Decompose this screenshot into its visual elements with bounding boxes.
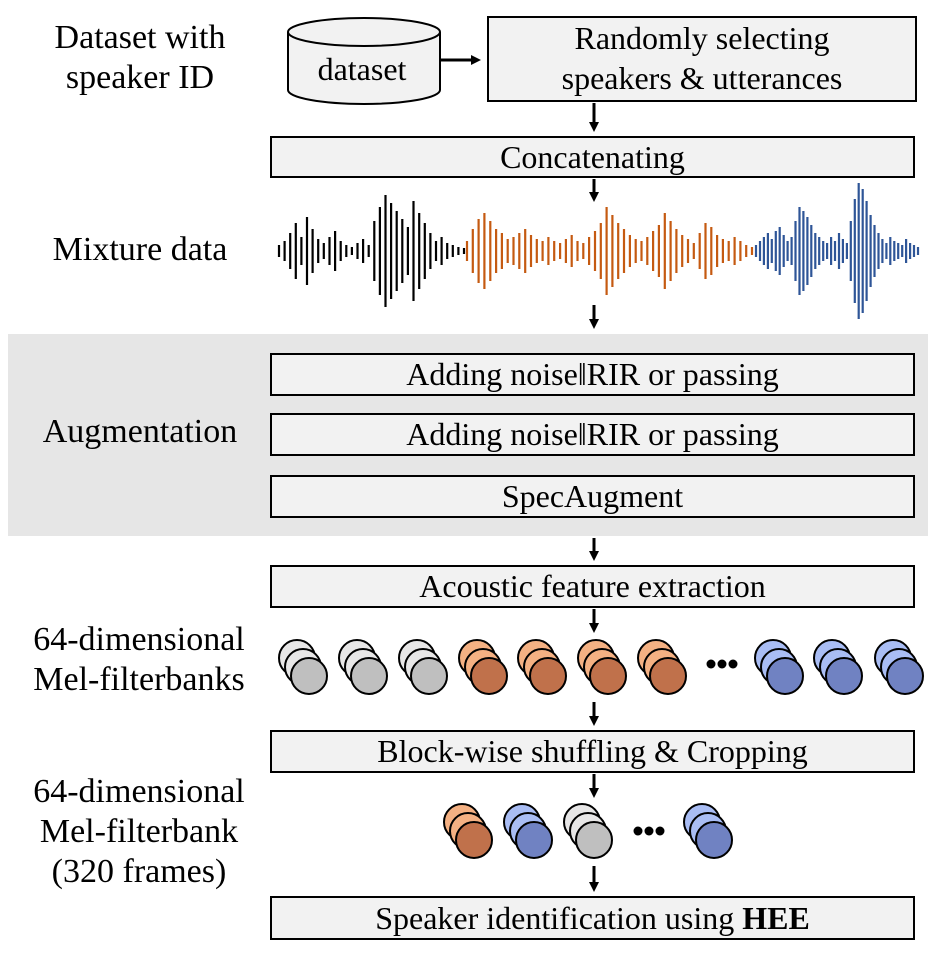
ellipsis-dot bbox=[644, 826, 654, 836]
frame-circle bbox=[455, 821, 493, 859]
blue-frame-stack-icon bbox=[874, 639, 924, 695]
mel-filterbanks-label: 64-dimensional Mel-filterbanks bbox=[33, 621, 245, 698]
dataset-cylinder-text: dataset bbox=[318, 51, 407, 87]
shuffle-crop-box: Block-wise shuffling & Cropping bbox=[270, 730, 915, 773]
augmentation-step-2-box: Adding noise‖RIR or passing bbox=[270, 413, 915, 456]
gray-frame-stack-icon bbox=[338, 639, 388, 695]
frame-circle bbox=[350, 657, 388, 695]
ellipsis-dot bbox=[633, 826, 643, 836]
mel-filterbank-320-label: 64-dimensional Mel-filterbank (320 frame… bbox=[33, 773, 245, 890]
ellipsis-dot bbox=[728, 659, 738, 669]
orange-frame-stack-icon bbox=[458, 639, 508, 695]
frame-circle bbox=[886, 657, 924, 695]
augmentation-step-1-box: Adding noise‖RIR or passing bbox=[270, 353, 915, 396]
blue-frame-stack-icon bbox=[754, 639, 804, 695]
feature-extraction-box: Acoustic feature extraction bbox=[270, 565, 915, 608]
concatenating-box: Concatenating bbox=[270, 136, 915, 178]
frame-circle bbox=[575, 821, 613, 859]
frame-circle bbox=[695, 821, 733, 859]
gray-frame-stack-icon bbox=[563, 803, 613, 859]
orange-frame-stack-icon bbox=[637, 639, 687, 695]
augmentation-label: Augmentation bbox=[42, 413, 238, 450]
frame-circle bbox=[470, 657, 508, 695]
orange-frame-stack-icon bbox=[443, 803, 493, 859]
hee-bold-text: HEE bbox=[742, 899, 810, 936]
speaker-identification-text: Speaker identification using bbox=[375, 899, 743, 936]
blue-frame-stack-icon bbox=[813, 639, 863, 695]
frame-circle bbox=[766, 657, 804, 695]
mel-filterbank-frames bbox=[278, 639, 924, 695]
speaker-identification-box: Speaker identification using HEE bbox=[270, 896, 915, 940]
gray-frame-stack-icon bbox=[398, 639, 448, 695]
mixture-data-label: Mixture data bbox=[52, 231, 228, 268]
cropped-mel-filterbank-frames bbox=[443, 803, 733, 859]
ellipsis-dot bbox=[706, 659, 716, 669]
frame-circle bbox=[589, 657, 627, 695]
frame-circle bbox=[410, 657, 448, 695]
mixture-waveform bbox=[277, 183, 920, 319]
frame-circle bbox=[515, 821, 553, 859]
blue-frame-stack-icon bbox=[503, 803, 553, 859]
blue-frame-stack-icon bbox=[683, 803, 733, 859]
random-select-box: Randomly selecting speakers & utterances bbox=[487, 16, 917, 102]
orange-frame-stack-icon bbox=[577, 639, 627, 695]
dataset-cylinder-icon: dataset bbox=[287, 17, 441, 105]
dataset-with-speaker-id-label: Dataset with speaker ID bbox=[54, 19, 226, 96]
frame-circle bbox=[290, 657, 328, 695]
ellipsis-dot bbox=[655, 826, 665, 836]
orange-frame-stack-icon bbox=[517, 639, 567, 695]
frame-circle bbox=[825, 657, 863, 695]
flow-arrows bbox=[440, 55, 599, 892]
gray-frame-stack-icon bbox=[278, 639, 328, 695]
ellipsis-dot bbox=[717, 659, 727, 669]
ellipsis-icon bbox=[706, 659, 738, 669]
specaugment-box: SpecAugment bbox=[270, 475, 915, 518]
frame-circle bbox=[649, 657, 687, 695]
frame-circle bbox=[529, 657, 567, 695]
ellipsis-icon bbox=[633, 826, 665, 836]
